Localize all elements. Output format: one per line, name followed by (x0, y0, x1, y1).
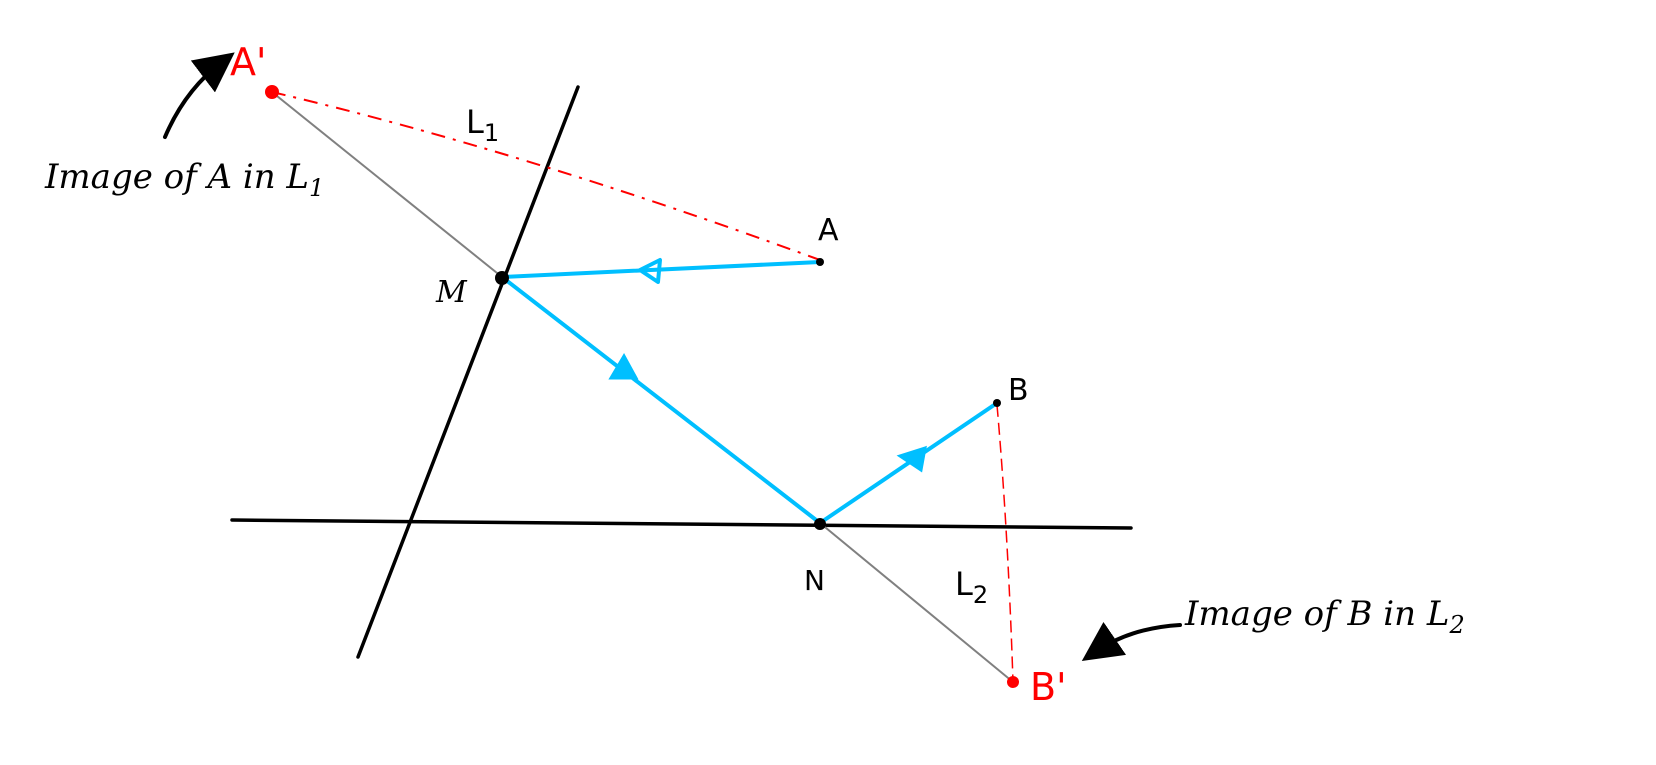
point-B (993, 399, 1001, 407)
light-ray-path (500, 260, 999, 525)
point-A-image (265, 85, 279, 99)
label-M: M (435, 275, 468, 310)
annotation-image-of-B: Image of B in L2 (1184, 594, 1465, 639)
label-N: N (804, 564, 825, 597)
point-A (816, 258, 824, 266)
label-L1: L1 (466, 103, 499, 147)
label-B: B (1008, 373, 1029, 408)
dashed-line-B-Bimage (996, 404, 1014, 683)
arrow-icon-annotation-B (1085, 663, 1135, 695)
label-B-image: B' (1030, 665, 1067, 709)
line-L1 (356, 85, 580, 659)
label-A: A (818, 213, 839, 248)
construction-line-Aimage-M (271, 91, 503, 278)
construction-line-N-Bimage (819, 522, 1014, 683)
arrow-icon-image-B (1088, 663, 1136, 680)
arrow-icon-A-to-M (638, 258, 662, 284)
arrow-icon-pointer-B (1081, 621, 1182, 662)
point-M (495, 271, 509, 285)
label-A-image: A' (230, 40, 266, 84)
point-N (814, 518, 826, 530)
arrow-icon-annotation-A (163, 52, 235, 139)
label-L2: L2 (955, 565, 988, 609)
annotation-image-of-A: Image of A in L1 (44, 157, 324, 202)
line-L2 (230, 518, 1133, 530)
dashed-line-A-Aimage (271, 91, 821, 261)
arrow-icon-N-to-B (896, 445, 927, 473)
arrow-icon-M-to-N (608, 352, 639, 380)
arrow-icon-annotation-B-curve (1076, 650, 1135, 684)
point-B-image (1007, 676, 1019, 688)
